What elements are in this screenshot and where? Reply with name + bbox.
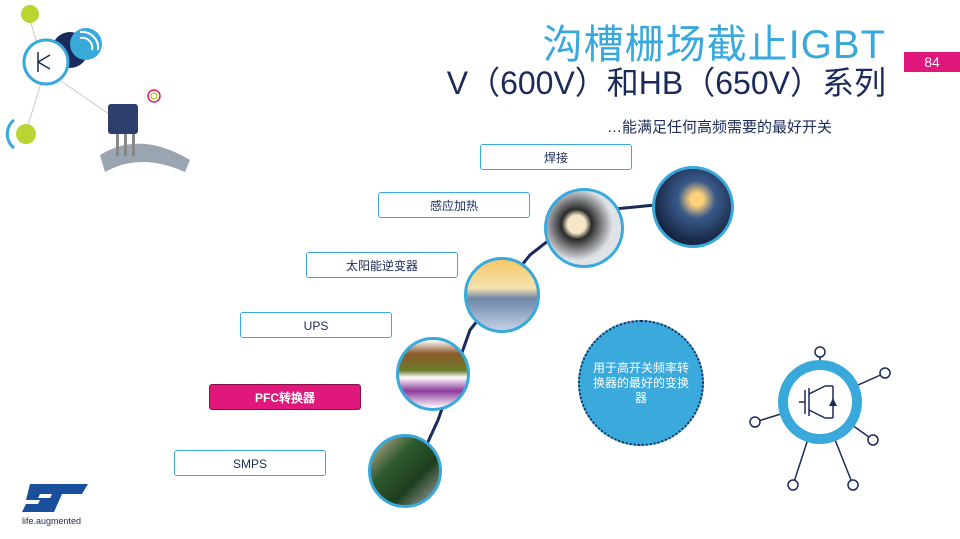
app-button-ups[interactable]: UPS (240, 312, 392, 338)
highlight-circle: 用于高开关频率转换器的最好的变换器 (578, 320, 704, 446)
induction-heating-image (544, 188, 624, 268)
app-button-smps[interactable]: SMPS (174, 450, 326, 476)
decorative-icons-cluster (5, 5, 190, 172)
welding-image (652, 166, 734, 248)
slide-subtitle: …能满足任何高频需要的最好开关 (607, 119, 833, 136)
smps-board-image (368, 434, 442, 508)
solar-panel-image (464, 257, 540, 333)
app-button-induction-heating[interactable]: 感应加热 (378, 192, 530, 218)
slide-title-line2: V（600V）和HB（650V）系列 (446, 65, 886, 101)
logo-tagline: life.augmented (22, 516, 82, 526)
st-logo (22, 484, 88, 512)
page-number: 84 (904, 52, 960, 72)
slide-title-line1: 沟槽栅场截止IGBT (542, 23, 886, 67)
igbt-symbol-hub (749, 346, 891, 491)
highlight-text: 用于高开关频率转换器的最好的变换器 (592, 360, 689, 405)
app-button-pfc-converter[interactable]: PFC转换器 (209, 384, 361, 410)
app-button-welding[interactable]: 焊接 (480, 144, 632, 170)
ups-waveform-image (396, 337, 470, 411)
app-button-solar-inverter[interactable]: 太阳能逆变器 (306, 252, 458, 278)
